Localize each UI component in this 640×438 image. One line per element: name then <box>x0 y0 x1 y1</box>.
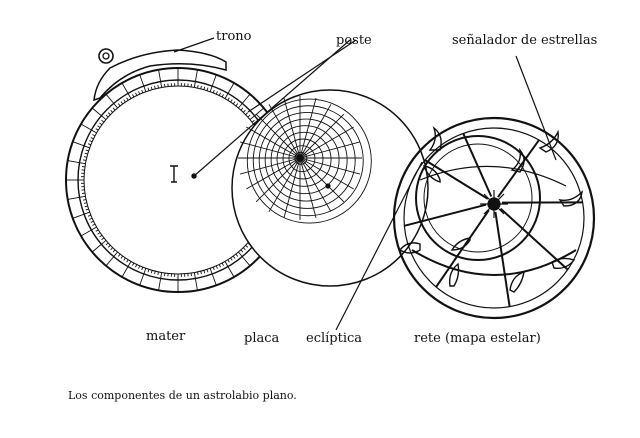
label-placa: placa <box>244 331 280 346</box>
label-poste: poste <box>336 33 372 48</box>
throne-ring <box>98 48 114 64</box>
leader-poste-2 <box>247 39 357 113</box>
leader-poste-1 <box>193 39 351 177</box>
placa <box>231 89 429 287</box>
rete-ecliptic-circle <box>415 135 541 261</box>
leader-lines <box>173 37 557 331</box>
label-ecliptica: eclíptica <box>306 331 363 346</box>
label-rete: rete (mapa estelar) <box>414 331 541 346</box>
rete <box>392 116 596 320</box>
throne-shape <box>93 49 227 102</box>
leader-senalador <box>515 55 557 161</box>
rete-center-star <box>480 190 508 218</box>
leader-ecliptica <box>335 161 423 331</box>
leader-trono <box>173 37 215 53</box>
star-pointers <box>398 125 583 293</box>
placa-grid <box>238 96 372 224</box>
figure-caption: Los componentes de un astrolabio plano. <box>68 389 297 402</box>
mater-pin <box>170 165 178 183</box>
label-senalador: señalador de estrellas <box>452 33 598 48</box>
label-trono: trono <box>216 29 252 44</box>
label-mater: mater <box>146 329 186 344</box>
